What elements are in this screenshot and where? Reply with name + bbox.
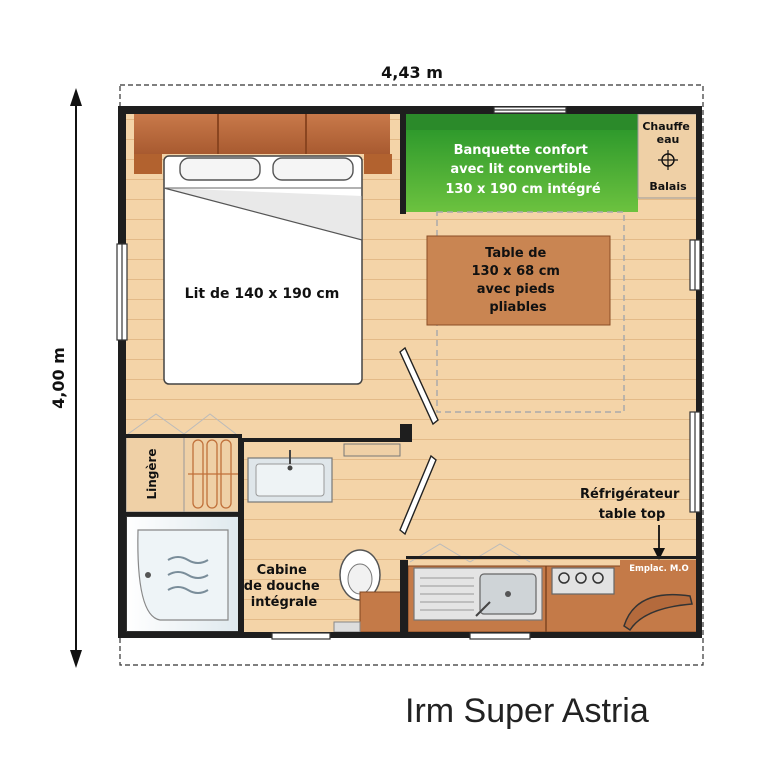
arrow-down-icon xyxy=(653,548,665,560)
washbasin xyxy=(247,450,333,503)
table-line-1: Table de xyxy=(485,246,546,261)
window xyxy=(271,632,331,640)
door-leaf xyxy=(399,346,439,426)
arrow-up-icon xyxy=(70,88,82,106)
crosshair-icon xyxy=(658,150,678,170)
model-title: Irm Super Astria xyxy=(405,692,649,730)
shower-drain-icon xyxy=(145,572,151,578)
bed-label: Lit de 140 x 190 cm xyxy=(185,286,340,302)
shower-line-3: intégrale xyxy=(251,595,318,610)
svg-text:Banquette confort avec l: Banquette confort avec lit convertible 1… xyxy=(445,143,600,197)
linen-cupboard: Lingère xyxy=(125,413,241,513)
banquette-line-1: Banquette confort xyxy=(454,143,588,158)
banquette-line-2: avec lit convertible xyxy=(450,162,591,177)
fridge-line-1: Réfrigérateur xyxy=(580,487,680,502)
hangers xyxy=(188,439,238,509)
pillow-left xyxy=(179,157,261,181)
table-line-4: pliables xyxy=(489,300,547,315)
height-label: 4,00 m xyxy=(49,347,68,409)
svg-text:Cabine de douche intég: Cabine de douche intégrale xyxy=(244,563,324,610)
toilet-cabinet xyxy=(333,591,403,633)
walls xyxy=(118,106,702,638)
svg-text:Chauffe eau: Chauffe eau xyxy=(642,120,693,146)
broom-label: Balais xyxy=(649,180,687,193)
svg-text:Table de 130 x 68 cm: Table de 130 x 68 cm avec pieds pliables xyxy=(472,246,565,315)
shower-cabin xyxy=(125,515,241,633)
width-label: 4,43 m xyxy=(381,63,443,82)
banquette-sofa-bed: Banquette confort avec lit convertible 1… xyxy=(406,114,638,212)
height-dimension: 4,00 m xyxy=(49,88,82,668)
pillow-right xyxy=(272,157,354,181)
fridge-callout: Réfrigérateur table top xyxy=(580,487,684,560)
water-heater-line-1: Chauffe xyxy=(642,120,690,133)
double-bed: Lit de 140 x 190 cm xyxy=(163,155,363,385)
burner-icon xyxy=(558,572,570,584)
burner-icon xyxy=(575,572,587,584)
shower-line-2: de douche xyxy=(244,579,320,594)
shower-line-1: Cabine xyxy=(257,563,307,578)
sink xyxy=(413,567,543,621)
toilet xyxy=(339,549,381,601)
cooktop xyxy=(551,567,615,595)
door-leaf xyxy=(399,454,437,536)
water-heater-closet: Chauffe eau Balais xyxy=(637,113,699,199)
table-line-2: 130 x 68 cm xyxy=(472,264,560,279)
windows xyxy=(116,106,701,640)
microwave-label: Emplac. M.O xyxy=(629,564,689,574)
wall-cabinet xyxy=(343,443,401,457)
fridge-line-2: table top xyxy=(599,507,666,522)
linen-label: Lingère xyxy=(145,448,159,499)
burner-icon xyxy=(592,572,604,584)
svg-text:Réfrigérateur table top: Réfrigérateur table top xyxy=(580,487,684,522)
table-line-3: avec pieds xyxy=(477,282,555,297)
sink-drain-icon xyxy=(505,591,511,597)
microwave-spot: Emplac. M.O xyxy=(620,560,698,632)
banquette-line-3: 130 x 190 cm intégré xyxy=(445,182,600,197)
water-heater-line-2: eau xyxy=(657,133,680,146)
window xyxy=(469,632,531,640)
width-dimension: 4,43 m xyxy=(381,63,443,82)
headboard xyxy=(134,114,392,174)
arrow-down-icon xyxy=(70,650,82,668)
dining-table: Table de 130 x 68 cm avec pieds pliables xyxy=(426,235,611,326)
doors xyxy=(399,346,439,536)
